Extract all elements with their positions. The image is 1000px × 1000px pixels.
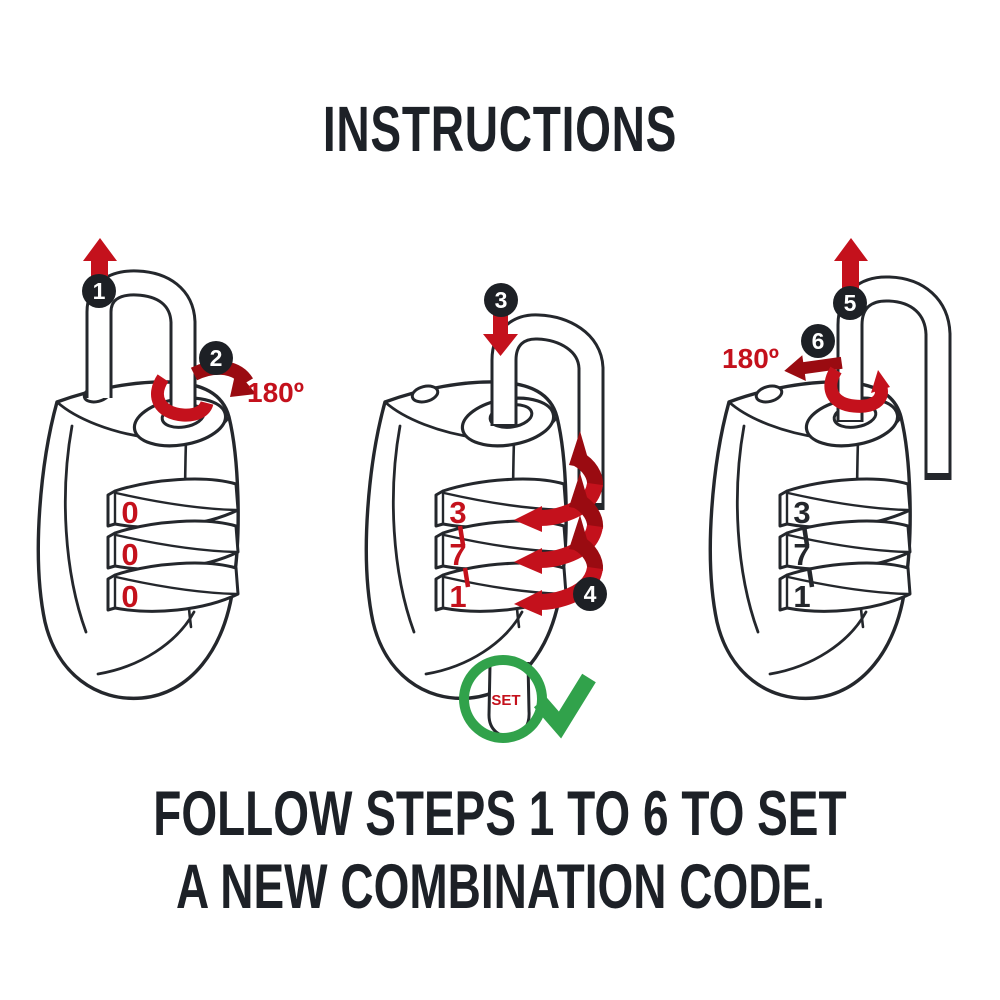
dial-alignment-line bbox=[457, 525, 471, 588]
dial-digit: 1 bbox=[449, 579, 466, 614]
caption-line-2: A NEW COMBINATION CODE. bbox=[175, 852, 825, 922]
step-number: 3 bbox=[495, 287, 508, 313]
checkmark-icon bbox=[533, 673, 596, 739]
dial-digit: 3 bbox=[793, 495, 810, 530]
rotation-angle-label: 180º bbox=[247, 377, 304, 408]
dial-digit: 7 bbox=[793, 537, 810, 572]
rotate-dial-arrow-icon bbox=[514, 431, 604, 532]
step-1-badge: 1 bbox=[82, 274, 116, 308]
dial-digit: 7 bbox=[449, 537, 466, 572]
step-number: 2 bbox=[210, 345, 223, 371]
dial-digit: 0 bbox=[121, 537, 138, 572]
dial-digit: 0 bbox=[121, 579, 138, 614]
push-down-arrow-icon bbox=[483, 310, 518, 356]
step-3-badge: 3 bbox=[484, 283, 518, 317]
rotation-angle-label: 180º bbox=[722, 343, 779, 374]
pull-up-arrow-icon bbox=[834, 238, 868, 292]
step-5-badge: 5 bbox=[833, 286, 867, 320]
set-button-highlight-ring bbox=[459, 655, 547, 743]
dial-digit: 3 bbox=[449, 495, 466, 530]
set-button-label: SET bbox=[491, 692, 520, 709]
instruction-figure: 0 0 0 180º 1 2 3 7 1 bbox=[36, 238, 952, 743]
dial-digit: 1 bbox=[793, 579, 810, 614]
dial-alignment-line bbox=[801, 525, 815, 588]
padlock-figure-final: 3 7 1 5 180º 6 bbox=[708, 238, 952, 701]
page-title: INSTRUCTIONS bbox=[0, 92, 1000, 166]
step-number: 5 bbox=[844, 290, 857, 316]
rotate-dial-arrow-icon bbox=[514, 473, 604, 574]
page-title-text: INSTRUCTIONS bbox=[322, 93, 678, 165]
step-4-badge: 4 bbox=[573, 577, 607, 611]
step-number: 6 bbox=[812, 328, 825, 354]
caption: FOLLOW STEPS 1 TO 6 TO SET A NEW COMBINA… bbox=[0, 779, 1000, 932]
padlock-figure-initial: 0 0 0 180º 1 2 bbox=[36, 238, 304, 701]
step-6-badge: 6 bbox=[801, 324, 835, 358]
padlock-figure-setting: 3 7 1 SET 3 bbox=[364, 283, 607, 743]
rotate-shackle-arrow-icon bbox=[784, 355, 890, 413]
caption-line-1: FOLLOW STEPS 1 TO 6 TO SET bbox=[153, 779, 847, 849]
step-number: 4 bbox=[584, 581, 597, 607]
step-2-badge: 2 bbox=[199, 341, 233, 375]
dial-digit: 0 bbox=[121, 495, 138, 530]
step-number: 1 bbox=[93, 278, 106, 304]
